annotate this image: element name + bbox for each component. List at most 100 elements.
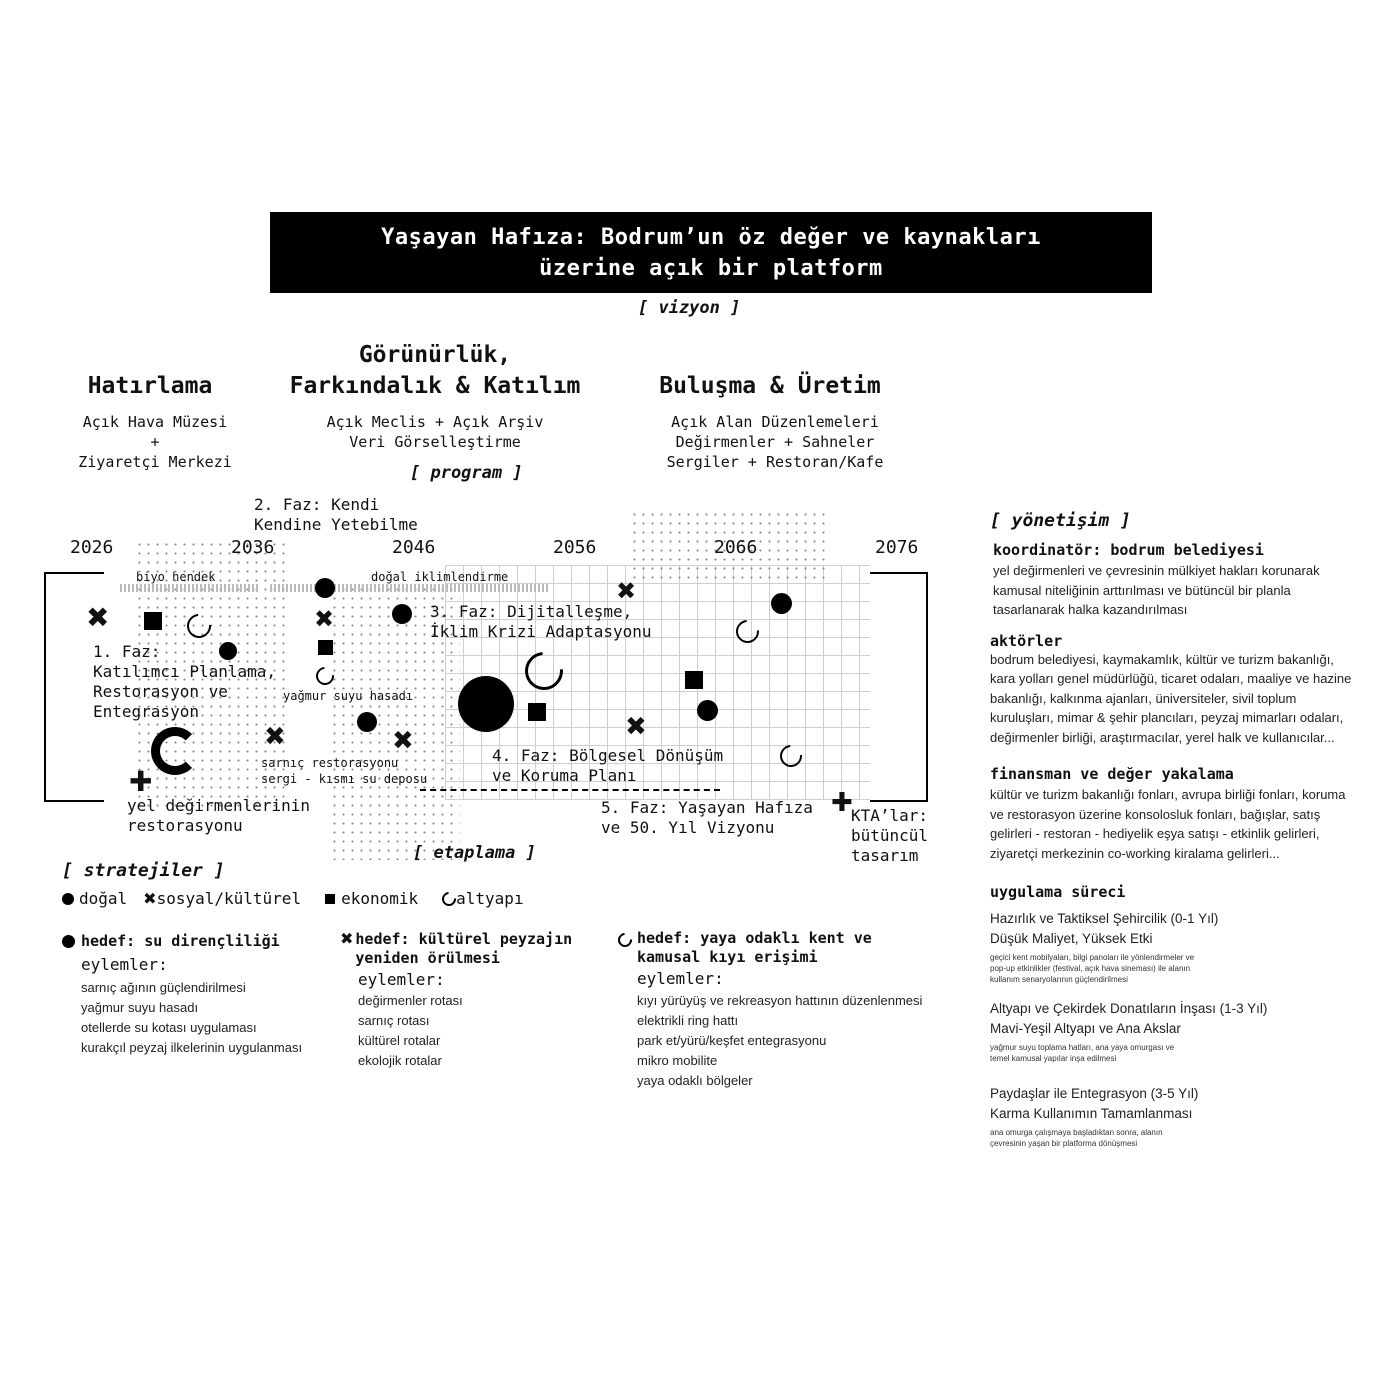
biyo-hendek-band [120,584,260,592]
natural-circle-mark [357,712,377,732]
finance-heading: finansman ve değer yakalama [990,765,1234,783]
sarnic-label: sarnıç restorasyonu sergi - kısmı su dep… [261,756,428,786]
process-step: Hazırlık ve Taktiksel Şehircilik (0-1 Yı… [990,909,1360,985]
strategy-legend: doğal ✖ sosyal/kültürel ekonomik altyapı [62,888,524,909]
goal-water: hedef: su dirençliliği eylemler: sarnıç … [62,932,332,1058]
process-step-title: Altyapı ve Çekirdek Donatıların İnşası (… [990,1001,1268,1016]
yel-label: yel değirmenlerinin restorasyonu [127,796,311,835]
phase-2-label: 2. Faz: Kendi Kendine Yetebilme [254,495,418,534]
program-heading-2-pre: Görünürlük, [358,342,512,368]
social-x-mark: ✖ [264,722,286,752]
process-step: Altyapı ve Çekirdek Donatıların İnşası (… [990,999,1360,1064]
process-step-sub: Karma Kullanımın Tamamlanması [990,1105,1193,1121]
goal-pedestrian: hedef: yaya odaklı kent ve kamusal kıyı … [615,929,938,1091]
social-x-mark: ✖ [392,726,414,756]
goal-action: değirmenler rotası [358,993,463,1008]
phase-5-label: 5. Faz: Yaşayan Hafıza ve 50. Yıl Vizyon… [601,798,813,837]
program-heading-3: Buluşma & Üretim [659,373,881,399]
program-items-2: Açık Meclis + Açık Arşiv Veri Görselleşt… [326,413,544,451]
goal-action: elektrikli ring hattı [637,1013,739,1028]
process-step-sub: Düşük Maliyet, Yüksek Etki [990,930,1153,946]
year-2026: 2026 [70,537,114,558]
program-heading-1: Hatırlama [87,373,213,399]
infrastructure-ring-mark-large [151,727,199,775]
plus-mark: ✚ [831,788,853,818]
goal-action: kültürel rotalar [358,1033,441,1048]
governance-tag: [ yönetişim ] [990,510,1131,531]
program-items-3: Açık Alan Düzenlemeleri Değirmenler + Sa… [666,413,884,471]
phase-1-label: 1. Faz: Katılımcı Planlama, Restorasyon … [93,642,277,721]
phase-grid [445,565,870,800]
goal-action: kurakçıl peyzaj ilkelerinin uygulanması [81,1040,303,1055]
governance-panel: [ yönetişim ] koordinatör: bodrum beledi… [990,510,1360,1149]
phase-texture-2 [330,585,460,860]
year-2056: 2056 [553,537,597,558]
iklim-label: doğal iklimlendirme [371,570,509,584]
goal-heading: hedef: su dirençliliği [81,932,280,950]
vision-title-line2: üzerine açık bir platform [539,255,883,281]
legend-x-icon: ✖ [143,888,157,908]
phase-3-label: 3. Faz: Dijitalleşme, İklim Krizi Adapta… [430,602,652,641]
goal-actions-label: eylemler: [358,970,445,989]
vision-banner: Yaşayan Hafıza: Bodrum’un öz değer ve ka… [270,212,1152,293]
legend-infrastructure: altyapı [456,889,524,908]
program-tag: [ program ] [410,463,523,483]
natural-circle-mark [697,700,718,721]
etaplama-tag: [ etaplama ] [413,843,536,863]
year-2036: 2036 [231,537,275,558]
goal-culture: ✖ hedef: kültürel peyzajın yeniden örülm… [340,930,610,1071]
natural-circle-mark [771,593,792,614]
plus-mark: ✚ [129,765,153,798]
goal-action: yağmur suyu hasadı [81,1000,199,1015]
natural-circle-mark [219,642,237,660]
finance-text: kültür ve turizm bakanlığı fonları, avru… [990,787,1346,861]
biyo-hendek-label: biyo hendek [136,570,216,584]
goal-actions-label: eylemler: [81,955,168,974]
natural-circle-mark [392,604,412,624]
process-step-title: Hazırlık ve Taktiksel Şehircilik (0-1 Yı… [990,911,1219,926]
program-heading-2: Farkındalık & Katılım [289,373,581,399]
process-heading: uygulama süreci [990,883,1126,901]
actors-text: bodrum belediyesi, kaymakamlık, kültür v… [990,651,1352,745]
phase-texture-5 [630,510,830,580]
goal-ring-icon [615,930,635,950]
yagmur-label: yağmur suyu hasadı [283,689,414,703]
economic-square-mark [318,640,333,655]
vision-tag: [ vizyon ] [638,298,741,318]
process-step: Paydaşlar ile Entegrasyon (3-5 Yıl) Karm… [990,1084,1360,1149]
natural-circle-mark-large [458,676,514,732]
goal-action: sarnıç rotası [358,1013,430,1028]
legend-social: sosyal/kültürel [156,889,302,908]
goal-heading: hedef: yaya odaklı kent ve kamusal kıyı … [637,929,872,966]
kta-label: KTA’lar: bütüncül tasarım [851,806,929,865]
process-step-sub: Mavi-Yeşil Altyapı ve Ana Akslar [990,1020,1181,1036]
goal-heading: hedef: kültürel peyzajın yeniden örülmes… [355,930,573,967]
social-x-mark: ✖ [625,712,647,742]
social-x-mark: ✖ [616,577,637,605]
timeline-bracket-right [870,572,928,802]
year-2046: 2046 [392,537,436,558]
phase-divider [420,789,720,791]
legend-economic: ekonomik [341,889,419,908]
actors-heading: aktörler [990,631,1063,650]
year-2066: 2066 [714,537,758,558]
economic-square-mark [144,612,162,630]
program-items-1: Açık Hava Müzesi + Ziyaretçi Merkezi [78,413,232,471]
goal-x-icon: ✖ [340,929,354,948]
goal-circle-icon [62,935,75,948]
coordinator-text: yel değirmenleri ve çevresinin mülkiyet … [993,563,1320,617]
legend-circle-icon [62,892,74,905]
goal-action: kıyı yürüyüş ve rekreasyon hattının düze… [637,993,923,1008]
goal-action: yaya odaklı bölgeler [637,1073,753,1088]
goal-action: ekolojik rotalar [358,1053,442,1068]
iklim-band [270,584,550,592]
phase-4-label: 4. Faz: Bölgesel Dönüşüm ve Koruma Planı [492,746,724,785]
legend-square-icon [325,893,336,904]
social-x-mark: ✖ [86,601,110,634]
legend-natural: doğal [79,889,128,908]
vision-title-line1: Yaşayan Hafıza: Bodrum’un öz değer ve ka… [381,224,1041,250]
strategies-tag: [ stratejiler ] [62,860,225,881]
process-step-title: Paydaşlar ile Entegrasyon (3-5 Yıl) [990,1086,1199,1101]
process-step-note: ana omurga çalışmaya başladıktan sonra, … [990,1128,1163,1148]
coordinator-heading: koordinatör: bodrum belediyesi [993,541,1264,559]
